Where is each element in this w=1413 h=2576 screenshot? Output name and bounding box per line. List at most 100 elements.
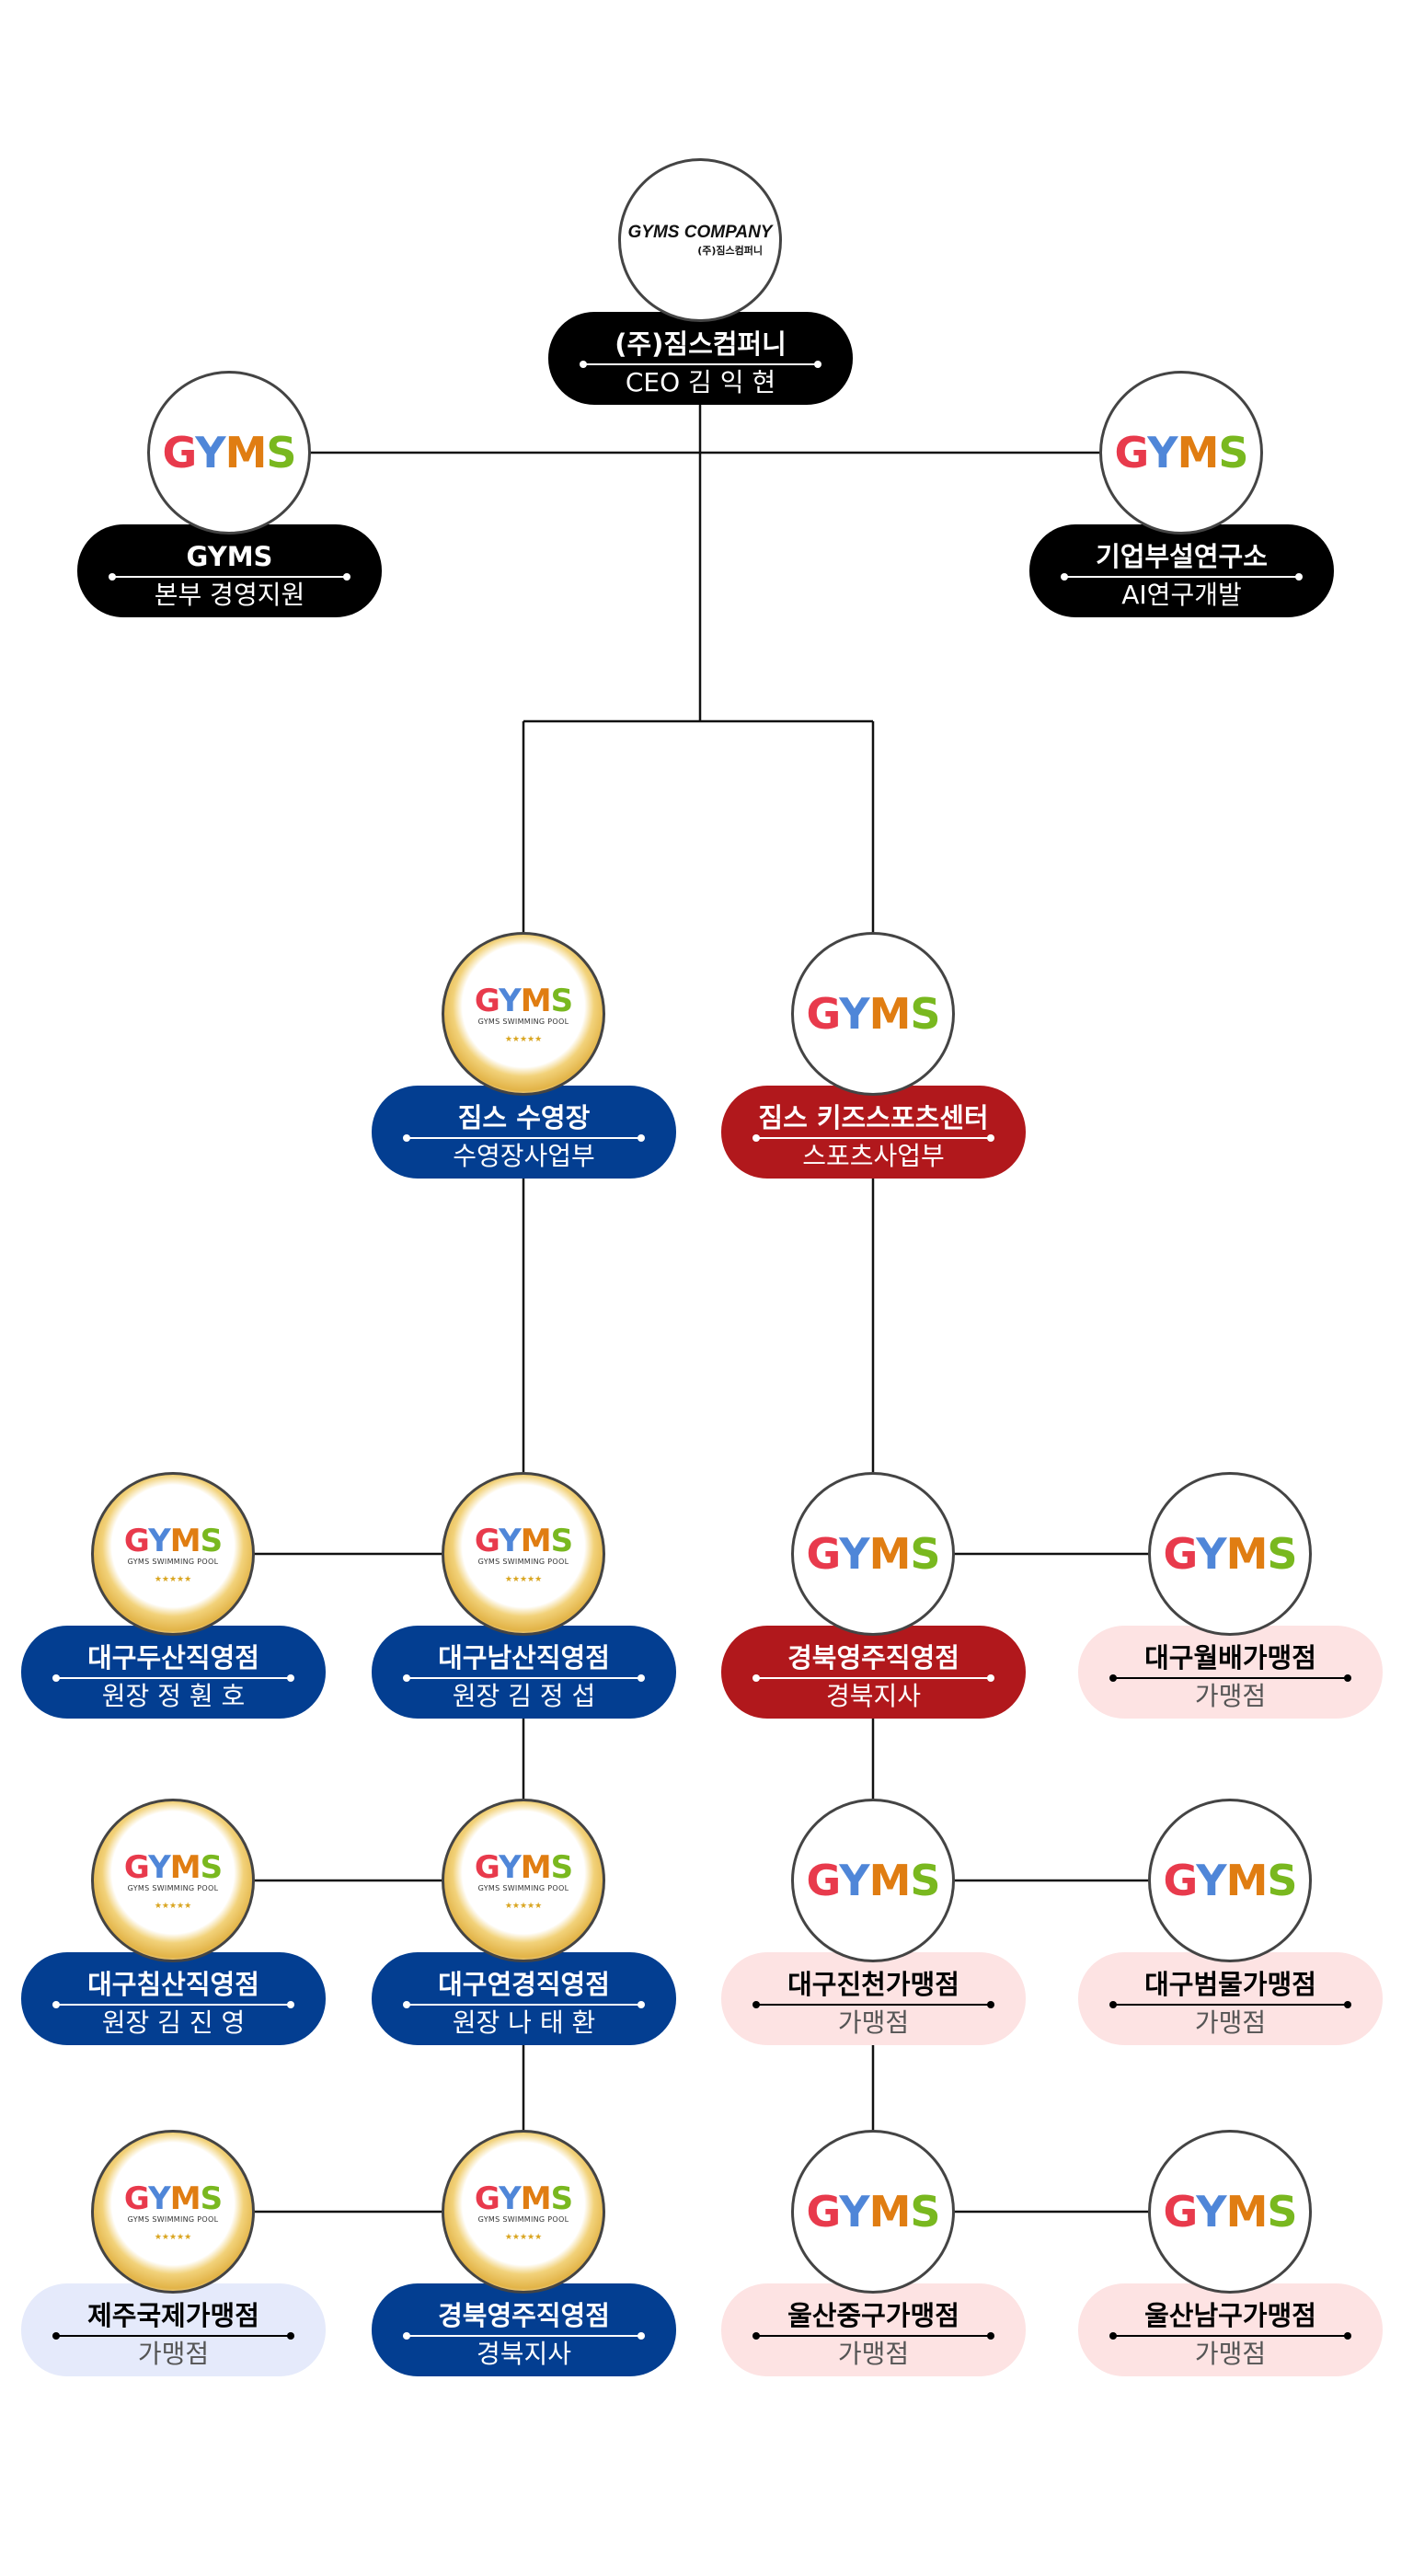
logo-letter: G [474,982,500,1019]
pool-logo-caption: GYMS SWIMMING POOL [127,1883,219,1892]
org-node[interactable]: GYMS 대구진천가맹점 가맹점 [721,1799,1026,2047]
logo-letter: G [474,1522,500,1559]
node-subtitle: 수영장사업부 [453,1141,595,1171]
stars-icon: ★★★★★ [504,1901,543,1911]
node-label: 경북영주직영점 경북지사 [372,2283,676,2376]
node-title: 대구침산직영점 [87,1969,259,2000]
logo-letter: G [1114,428,1149,477]
gyms-logo: GYMS [474,982,573,1019]
gyms-logo: GYMS [806,989,941,1039]
node-label: 대구연경직영점 원장 나 태 환 [372,1952,676,2045]
node-label: GYMS 본부 경영지원 [77,524,382,617]
gyms-logo: GYMS [123,2179,223,2217]
gyms-logo: GYMS [474,2179,573,2217]
node-label: 짐스 수영장 수영장사업부 [372,1086,676,1179]
logo-letter: S [200,1522,223,1559]
gyms-logo: GYMS [807,2187,941,2237]
node-title: 대구연경직영점 [438,1969,610,2000]
node-title: 기업부설연구소 [1096,541,1268,572]
org-node[interactable]: GYMS GYMS 본부 경영지원 [77,371,382,619]
gyms-logo-icon: GYMS [791,1799,955,1962]
logo-letter: G [474,2179,500,2217]
gyms-logo: GYMS [1114,428,1249,477]
gyms-logo-icon: GYMS [791,932,955,1096]
logo-letter: Y [839,989,869,1039]
node-subtitle: AI연구개발 [1121,580,1242,610]
stars-icon: ★★★★★ [504,1574,543,1584]
org-node[interactable]: GYMS 기업부설연구소 AI연구개발 [1029,371,1334,619]
node-label: 울산중구가맹점 가맹점 [721,2283,1026,2376]
pool-logo-caption: GYMS SWIMMING POOL [477,1883,569,1892]
separator [403,2001,645,2008]
logo-letter: G [806,989,841,1039]
org-node[interactable]: GYMS 대구범물가맹점 가맹점 [1078,1799,1383,2047]
gyms-logo-icon: GYMS [791,2130,955,2294]
separator [1061,573,1303,581]
separator [52,2332,294,2340]
org-node[interactable]: GYMS 짐스 키즈스포츠센터 스포츠사업부 [721,932,1026,1180]
separator [752,1134,994,1142]
gyms-logo: GYMS [1163,1529,1298,1579]
logo-letter: G [123,2179,149,2217]
logo-letter: Y [1196,1529,1226,1579]
org-node[interactable]: GYMS 경북영주직영점 경북지사 [721,1472,1026,1720]
node-label: (주)짐스컴퍼니 CEO 김 익 현 [548,312,853,405]
logo-letter: Y [1196,1856,1226,1905]
node-label: 짐스 키즈스포츠센터 스포츠사업부 [721,1086,1026,1179]
logo-letter: Y [839,1856,869,1905]
logo-letter: G [1163,1529,1198,1579]
logo-letter: M [1225,2187,1269,2237]
node-subtitle: 원장 김 진 영 [101,2007,246,2038]
logo-letter: Y [148,2179,171,2217]
logo-letter: Y [148,1848,171,1886]
org-node[interactable]: GYMS 울산중구가맹점 가맹점 [721,2130,1026,2378]
logo-letter: S [1218,428,1248,477]
stars-icon: ★★★★★ [154,2232,192,2242]
logo-letter: Y [1196,2187,1226,2237]
logo-letter: S [1267,1529,1297,1579]
logo-letter: M [520,1848,552,1886]
node-subtitle: 가맹점 [1194,2007,1267,2038]
separator [1109,2332,1351,2340]
node-title: 제주국제가맹점 [87,2300,259,2331]
node-label: 대구남산직영점 원장 김 정 섭 [372,1626,676,1719]
node-subtitle: 본부 경영지원 [154,580,305,610]
node-subtitle: 가맹점 [837,2007,910,2038]
org-node[interactable]: GYMS 울산남구가맹점 가맹점 [1078,2130,1383,2378]
pool-logo-caption: GYMS SWIMMING POOL [477,2214,569,2224]
logo-letter: Y [499,982,522,1019]
node-title: 대구진천가맹점 [787,1969,959,2000]
separator [403,2332,645,2340]
separator [580,361,821,368]
logo-letter: S [550,2179,573,2217]
logo-letter: Y [839,1529,869,1579]
logo-letter: Y [148,1522,171,1559]
logo-letter: S [910,1529,940,1579]
node-label: 대구두산직영점 원장 정 훤 호 [21,1626,326,1719]
gyms-logo-icon: GYMS [1148,1472,1312,1636]
node-title: 대구남산직영점 [438,1642,610,1673]
node-title: 울산남구가맹점 [1144,2300,1316,2331]
logo-letter: Y [839,2187,869,2237]
gyms-logo: GYMS [1164,1856,1298,1905]
node-subtitle: 가맹점 [137,2339,210,2369]
org-node[interactable]: GYMS COMPANY(주)짐스컴퍼니 (주)짐스컴퍼니 CEO 김 익 현 [548,158,853,407]
logo-letter: G [123,1522,149,1559]
logo-letter: G [123,1848,149,1886]
org-node[interactable]: GYMS 대구월배가맹점 가맹점 [1078,1472,1383,1720]
gyms-logo: GYMS [807,1529,941,1579]
logo-letter: M [520,2179,552,2217]
logo-letter: G [474,1848,500,1886]
logo-letter: M [169,2179,201,2217]
node-subtitle: 가맹점 [1194,1681,1267,1711]
logo-letter: M [520,982,552,1019]
